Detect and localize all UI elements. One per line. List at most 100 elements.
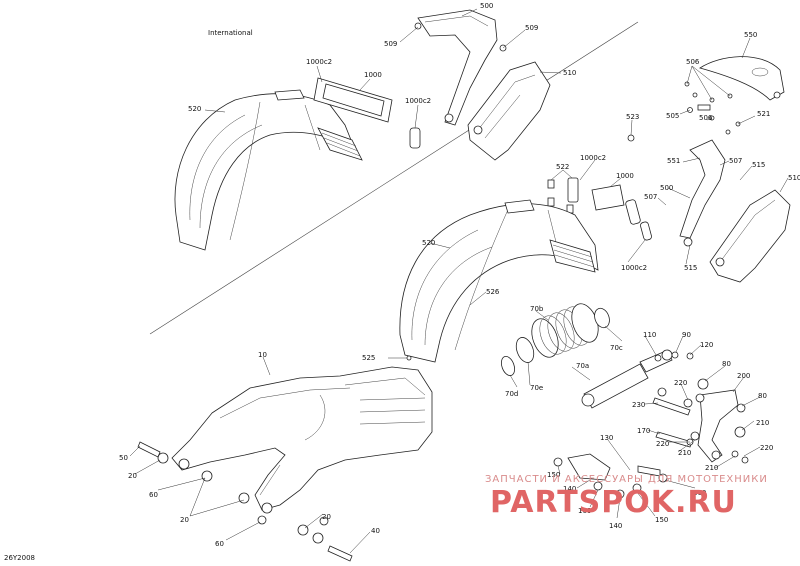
bushing-80b (736, 403, 746, 413)
nut-90 (671, 351, 679, 359)
callout-521: 521 (757, 110, 770, 118)
callout-230: 230 (632, 401, 645, 409)
bolts-230-170 (652, 387, 693, 448)
callout-515: 515 (684, 264, 697, 272)
callout-551: 551 (667, 157, 680, 165)
callout-110: 110 (643, 331, 656, 339)
callout-509: 509 (384, 40, 397, 48)
callout-220: 220 (656, 440, 669, 448)
callout-507: 507 (644, 193, 657, 201)
watermark-brand: PARTSPOK.RU (490, 485, 737, 520)
callout-507: 507 (729, 157, 742, 165)
callout-1000c2: 1000c2 (621, 264, 647, 272)
reflector-grille-520 (549, 239, 596, 273)
swing-arm-10 (171, 366, 433, 514)
callout-130: 130 (600, 434, 613, 442)
bracket-510-right (709, 189, 791, 283)
fender-bracket-upper (274, 89, 305, 101)
linkage-200 (695, 389, 739, 463)
callout-506: 506 (699, 114, 713, 122)
callout-510: 510 (563, 69, 576, 77)
callout-550: 550 (744, 31, 757, 39)
callout-140: 140 (609, 522, 622, 530)
callout-505: 505 (666, 112, 679, 120)
bracket-500-right (679, 139, 726, 247)
reflector-grille-upper (317, 127, 363, 161)
callout-500: 500 (660, 184, 673, 192)
callout-1000c2: 1000c2 (306, 58, 332, 66)
callout-1000c2: 1000c2 (405, 97, 431, 105)
callout-20: 20 (180, 516, 189, 524)
callout-210: 210 (756, 419, 769, 427)
bracket-500-upper (417, 9, 498, 126)
fender-international (174, 93, 356, 251)
callout-1000c2: 1000c2 (580, 154, 606, 162)
callout-210: 210 (678, 449, 691, 457)
callout-70a: 70a (576, 362, 589, 370)
watermark-tagline: ЗАПЧАСТИ И АКСЕССУАРЫ ДЛЯ МОТОТЕХНИКИ (485, 474, 768, 485)
callout-90: 90 (682, 331, 691, 339)
callout-200: 200 (737, 372, 750, 380)
callout-60: 60 (149, 491, 158, 499)
callout-140: 140 (563, 485, 576, 493)
shock-absorber-70a (581, 349, 673, 409)
callout-220: 220 (760, 444, 773, 452)
callout-515: 515 (752, 161, 765, 169)
callout-160: 160 (578, 507, 591, 515)
callout-1000: 1000 (616, 172, 634, 180)
callout-522: 522 (556, 163, 569, 171)
callout-525: 525 (362, 354, 375, 362)
callout-523: 523 (626, 113, 639, 121)
callout-220: 220 (674, 379, 687, 387)
spring-seat-70c (594, 307, 610, 329)
swing-arm-hardware (137, 441, 353, 562)
callout-20: 20 (322, 513, 331, 521)
tail-cover-550 (699, 56, 785, 101)
callout-210: 210 (705, 464, 718, 472)
diagram-code: 26Y2008 (4, 554, 35, 562)
callout-20: 20 (128, 472, 137, 480)
callout-510: 510 (788, 174, 800, 182)
clip-1000c2-upper (409, 127, 421, 149)
callout-150: 150 (655, 516, 668, 524)
callout-80: 80 (722, 360, 731, 368)
callout-506: 506 (686, 58, 700, 66)
callout-509: 509 (525, 24, 538, 32)
callout-120: 120 (700, 341, 713, 349)
callout-170: 170 (637, 427, 650, 435)
callout-520: 520 (188, 105, 201, 113)
spring-seat-70e (515, 337, 535, 363)
callout-1000: 1000 (364, 71, 382, 79)
callout-60: 60 (215, 540, 224, 548)
license-plate-frame-upper (313, 77, 393, 123)
fender-520 (399, 203, 599, 363)
fender-bracket-520 (504, 199, 535, 214)
section-divider-line (149, 21, 639, 335)
clip-1000c2-right2 (640, 221, 652, 241)
callout-80: 80 (758, 392, 767, 400)
callout-520: 520 (422, 239, 435, 247)
bracket-510-upper (467, 61, 551, 161)
plate-1000-right (591, 184, 625, 211)
callout-70c: 70c (610, 344, 623, 352)
callout-40: 40 (371, 527, 380, 535)
callout-160: 160 (693, 489, 706, 497)
leader-lines (129, 8, 789, 554)
clip-1000c2-right (625, 199, 641, 225)
callout-70d: 70d (505, 390, 518, 398)
clips-522 (547, 177, 579, 214)
screw-525 (406, 355, 412, 361)
callout-150: 150 (547, 471, 560, 479)
callout-70e: 70e (530, 384, 543, 392)
washer-120 (686, 352, 694, 360)
callout-526: 526 (486, 288, 500, 296)
callout-10: 10 (258, 351, 267, 359)
bushing-80a (697, 378, 709, 390)
region-label: International (208, 29, 253, 37)
nut-509a (414, 22, 422, 30)
callout-500: 500 (480, 2, 493, 10)
bolt-110 (654, 354, 662, 362)
callout-50: 50 (119, 454, 128, 462)
callout-70b: 70b (530, 305, 544, 313)
